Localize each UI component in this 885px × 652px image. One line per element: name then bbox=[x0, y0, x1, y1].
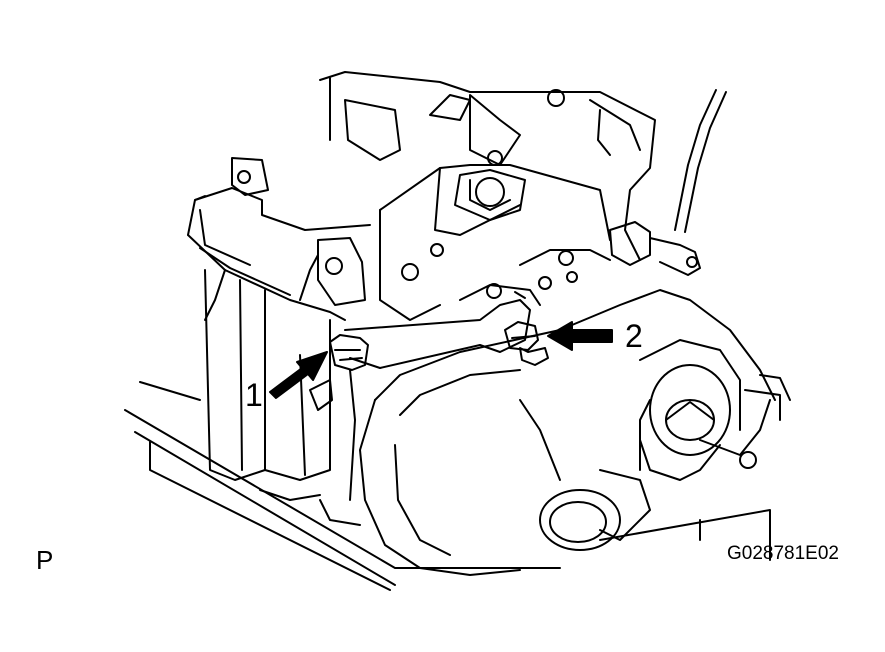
callout-label-2: 2 bbox=[625, 318, 643, 354]
pump-motor bbox=[359, 289, 791, 576]
brake-line bbox=[609, 89, 727, 276]
corner-mark: P bbox=[36, 545, 54, 575]
mount-column bbox=[204, 269, 361, 526]
base-frame bbox=[124, 381, 771, 591]
callout-label-1: 1 bbox=[245, 377, 263, 413]
callout-arrows bbox=[269, 321, 613, 399]
arrow-2 bbox=[547, 321, 613, 351]
figure-code: G028781E02 bbox=[727, 543, 839, 564]
arrow-1 bbox=[269, 351, 328, 399]
actuator-block bbox=[319, 71, 656, 321]
bolt-1 bbox=[329, 334, 369, 371]
upper-bracket bbox=[187, 157, 371, 321]
